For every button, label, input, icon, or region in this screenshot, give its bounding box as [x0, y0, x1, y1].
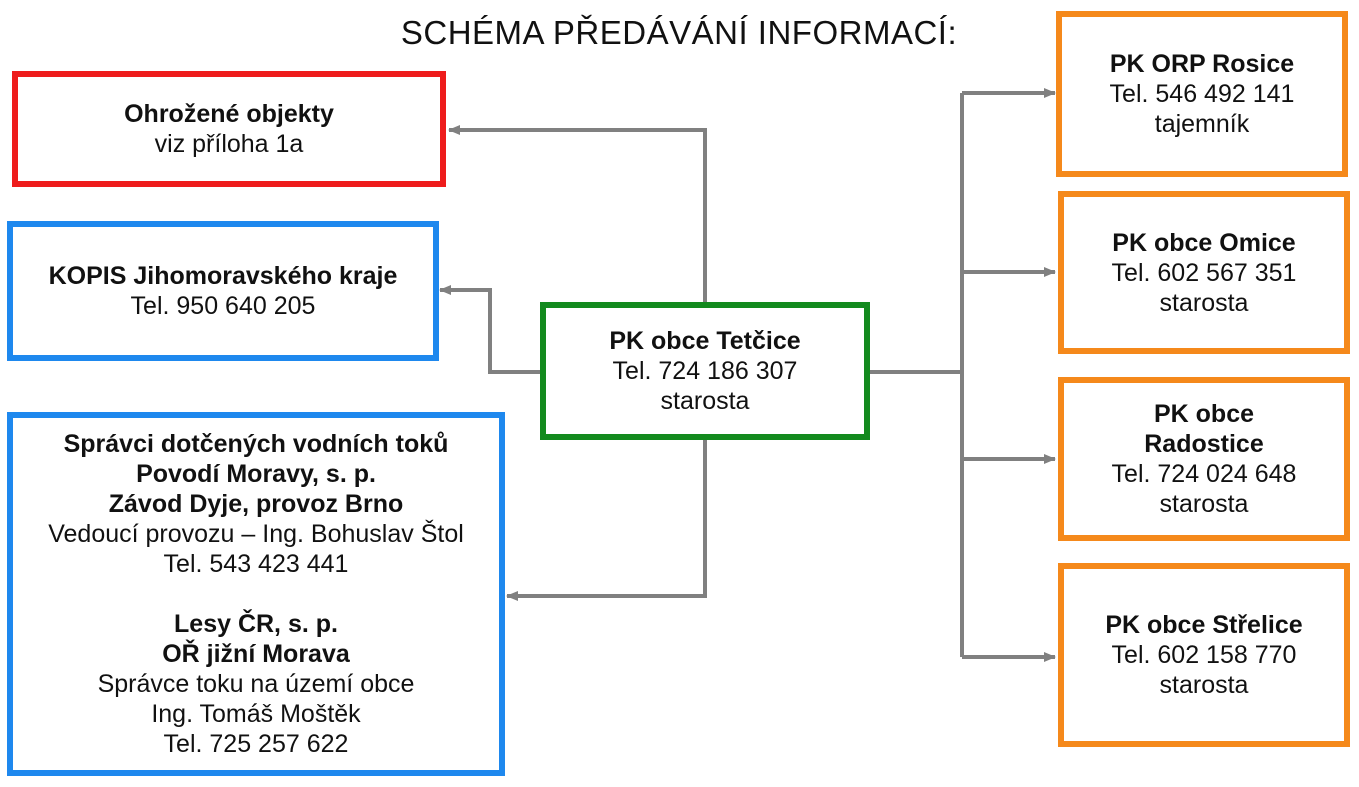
box-phone: Tel. 602 567 351 — [1111, 258, 1297, 287]
box-pk-rosice: PK ORP Rosice Tel. 546 492 141 tajemník — [1056, 11, 1348, 177]
arrow-to-spravci — [506, 438, 707, 601]
box-title: PK obce Střelice — [1105, 611, 1303, 639]
box-title: KOPIS Jihomoravského kraje — [48, 262, 398, 290]
box-title: PK obce — [1153, 400, 1255, 428]
box-phone: Tel. 546 492 141 — [1109, 80, 1295, 108]
box-title: Správci dotčených vodních toků — [63, 430, 449, 458]
box-organization: Povodí Moravy, s. p. — [136, 460, 376, 488]
box-phone: Tel. 950 640 205 — [130, 292, 316, 320]
box-spravci-toku: Správci dotčených vodních toků Povodí Mo… — [7, 412, 505, 776]
arrow-to-kopis — [439, 285, 542, 374]
box-contact-person: Ing. Tomáš Moštěk — [151, 700, 361, 728]
box-division: OŘ jižní Morava — [162, 640, 350, 668]
box-phone: Tel. 543 423 441 — [163, 550, 349, 578]
box-role: starosta — [1159, 490, 1249, 518]
box-phone: Tel. 602 158 770 — [1111, 641, 1297, 669]
box-phone: Tel. 725 257 622 — [163, 730, 349, 758]
box-division: Závod Dyje, provoz Brno — [108, 490, 404, 518]
box-role: starosta — [660, 387, 750, 415]
arrow-to-ohrozene — [448, 125, 707, 302]
box-ohrozene-objekty: Ohrožené objekty viz příloha 1a — [12, 71, 446, 187]
box-text: viz příloha 1a — [154, 130, 304, 158]
diagram-title: SCHÉMA PŘEDÁVÁNÍ INFORMACÍ: — [400, 14, 958, 51]
box-organization: Lesy ČR, s. p. — [174, 610, 338, 638]
box-pk-omice: PK obce Omice Tel. 602 567 351 starosta — [1058, 191, 1350, 354]
box-kopis: KOPIS Jihomoravského kraje Tel. 950 640 … — [7, 221, 439, 361]
box-pk-radostice: PK obce Radostice Tel. 724 024 648 staro… — [1058, 377, 1350, 541]
box-contact-person: Vedoucí provozu – Ing. Bohuslav Štol — [48, 520, 464, 548]
box-title-line2: Radostice — [1144, 430, 1264, 458]
box-title: PK obce Omice — [1112, 228, 1296, 257]
box-role: starosta — [1159, 288, 1249, 317]
box-pk-strelice: PK obce Střelice Tel. 602 158 770 staros… — [1058, 563, 1350, 747]
box-title: PK obce Tetčice — [609, 327, 801, 355]
box-phone: Tel. 724 186 307 — [612, 357, 798, 385]
box-title: Ohrožené objekty — [124, 100, 334, 128]
box-title: PK ORP Rosice — [1109, 50, 1295, 78]
box-role: starosta — [1159, 671, 1249, 699]
box-role: tajemník — [1154, 110, 1250, 138]
box-phone: Tel. 724 024 648 — [1111, 460, 1297, 488]
box-role: Správce toku na území obce — [97, 670, 415, 698]
box-pk-tetcice: PK obce Tetčice Tel. 724 186 307 starost… — [540, 302, 870, 440]
